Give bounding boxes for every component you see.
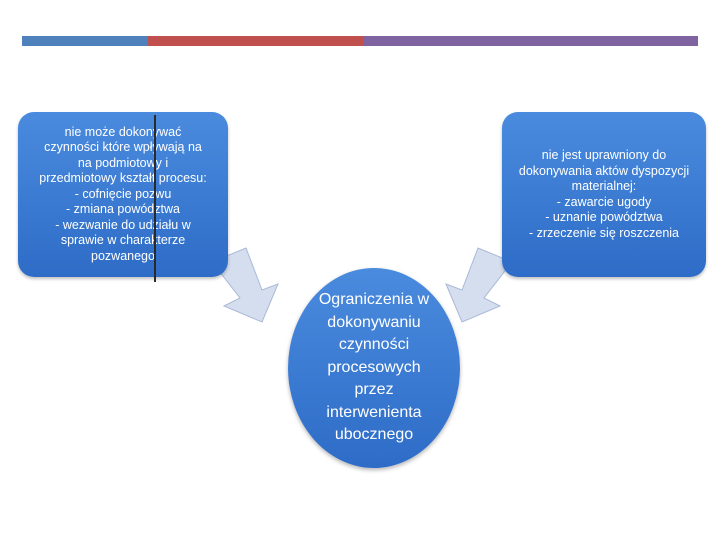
right-restriction-box: nie jest uprawniony do dokonywania aktów… bbox=[502, 112, 706, 277]
right-restriction-text: nie jest uprawniony do dokonywania aktów… bbox=[518, 148, 690, 240]
central-topic-text: Ograniczenia w dokonywaniu czynności pro… bbox=[318, 291, 430, 444]
accent-segment-purple bbox=[364, 36, 698, 46]
text-cursor-line bbox=[154, 115, 156, 282]
title-accent-bar bbox=[22, 36, 698, 46]
arrow-left-to-center bbox=[211, 247, 279, 323]
left-restriction-text: nie może dokonywać czynności które wpływ… bbox=[39, 124, 207, 263]
central-topic-circle: Ograniczenia w dokonywaniu czynności pro… bbox=[288, 268, 460, 468]
left-restriction-box: nie może dokonywać czynności które wpływ… bbox=[18, 112, 228, 277]
accent-segment-blue bbox=[22, 36, 148, 46]
accent-segment-red bbox=[148, 36, 364, 46]
arrow-right-to-center bbox=[445, 247, 513, 323]
